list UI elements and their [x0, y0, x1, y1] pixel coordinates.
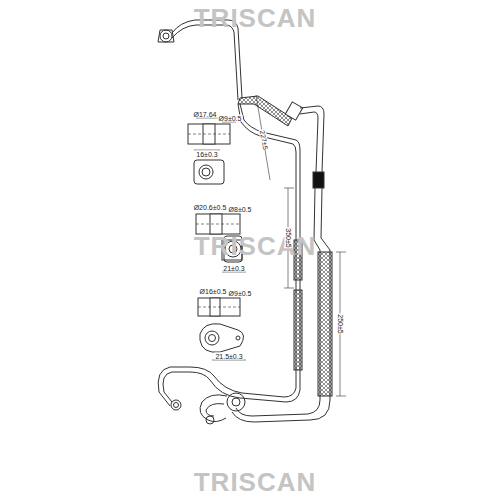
- dimension-text: 227±5: [259, 129, 270, 151]
- valve-fitting: [200, 393, 245, 424]
- pipe: [300, 112, 318, 172]
- band: [313, 172, 324, 188]
- watermark: TRISCAN: [194, 5, 317, 31]
- pipe: [232, 400, 330, 422]
- pipe: [163, 372, 300, 402]
- bottom-fitting: [159, 392, 181, 410]
- dimension-text: Ø9±0.5: [218, 115, 243, 122]
- dimension-text: Ø20.6±0.5: [193, 204, 228, 211]
- hose-section: [238, 96, 292, 126]
- dimension-text: Ø17.64: [193, 111, 218, 118]
- detail-fitting-3: [198, 298, 246, 360]
- dimension-text: Ø16±0.5: [199, 288, 228, 295]
- watermark: TRISCAN: [194, 233, 317, 259]
- top-fitting: [158, 30, 174, 42]
- detail-fitting-1: [188, 118, 236, 184]
- dimension-text: 350±5: [285, 227, 292, 248]
- pipe: [236, 400, 320, 416]
- pipe: [300, 106, 324, 172]
- braided-hose: [318, 252, 332, 396]
- dimension-text: 16±0.3: [195, 151, 218, 158]
- dimension-text: 250±5: [337, 313, 344, 334]
- hex-nut: [285, 102, 302, 120]
- hose-section: [294, 290, 302, 370]
- pipe: [158, 367, 296, 397]
- dimension-text: Ø8±0.5: [228, 206, 253, 213]
- dimension-text: 21.5±0.3: [214, 353, 243, 360]
- pipe: [172, 20, 242, 98]
- watermark: TRISCAN: [194, 469, 317, 495]
- dimension-text: 21±0.3: [222, 265, 245, 272]
- pipe: [172, 25, 238, 100]
- dimension-text: Ø9±0.5: [228, 290, 253, 297]
